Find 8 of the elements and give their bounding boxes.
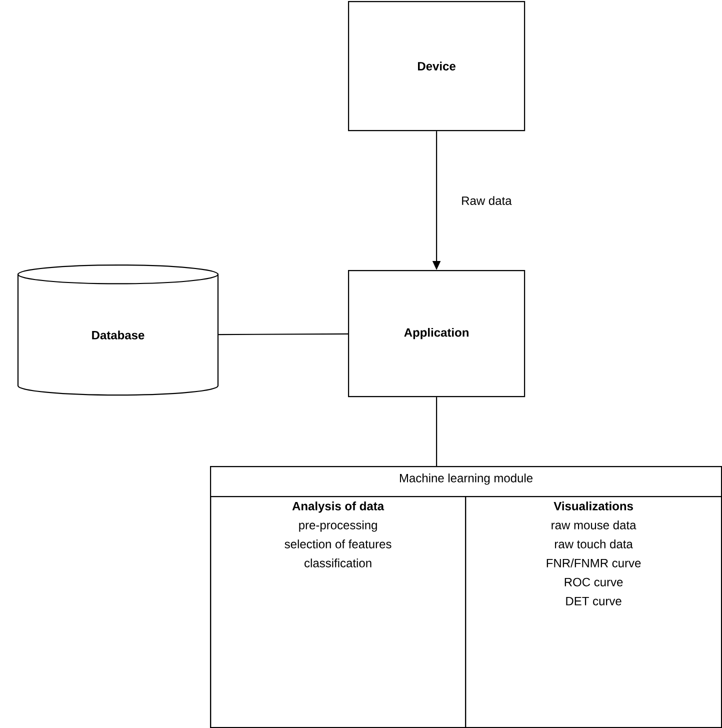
column-box: Analysis of data pre-processing selection of features classification: [210, 496, 466, 728]
connector-line: [218, 333, 348, 336]
process-box: Application: [348, 270, 526, 398]
connector-line: [436, 397, 438, 466]
edge-label: Raw data: [462, 196, 512, 205]
process-box: Device: [348, 1, 526, 132]
column-box: Visualizations raw mouse data raw touch data FNR/FNMR curve ROC curve DET curve: [465, 496, 722, 728]
database-cylinder: Database: [17, 264, 219, 396]
